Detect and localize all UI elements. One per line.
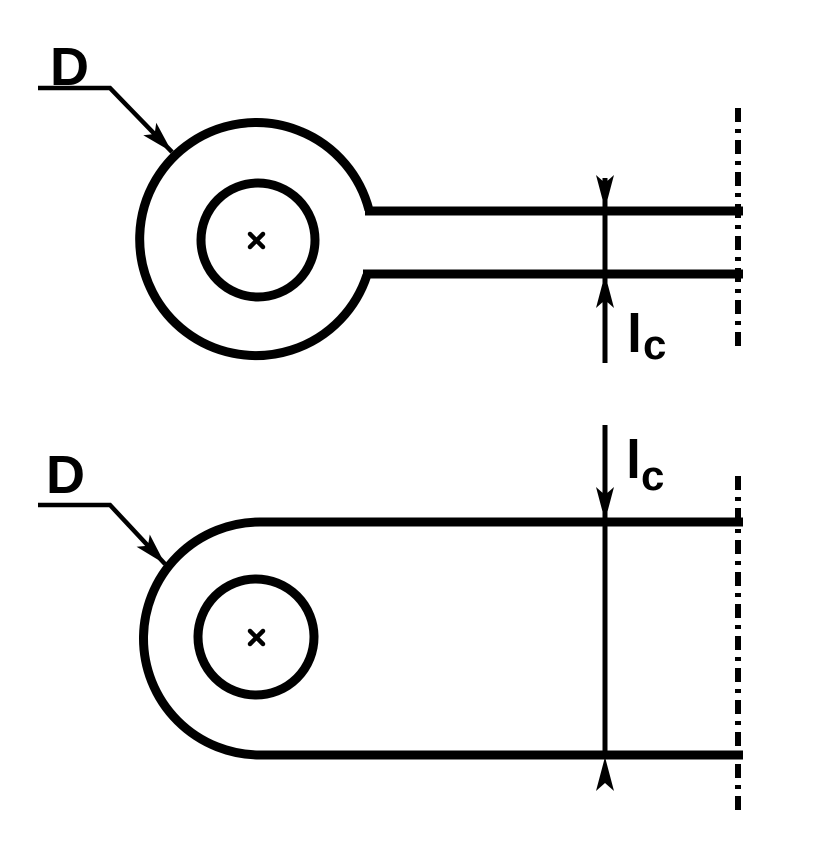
diameter-label: D: [50, 37, 89, 97]
dimension-label-main: l: [627, 304, 642, 364]
diameter-label: D: [46, 445, 85, 505]
dim-arrow-up-icon: [596, 757, 614, 791]
dim-arrow-down-icon: [596, 175, 614, 209]
dim-arrow-down-icon: [596, 487, 614, 521]
leader-line: [38, 502, 167, 566]
dim-arrow-up-icon: [596, 274, 614, 308]
dimension-label-main: l: [626, 430, 641, 490]
lug-outer-outline: [139, 517, 743, 760]
top-figure-ring-terminal: D l c: [38, 37, 743, 368]
leader-arrowhead-icon: [143, 122, 172, 152]
leader-line: [38, 85, 174, 154]
hole-circle: [193, 574, 319, 700]
ring-outer-outline: [135, 118, 374, 360]
center-mark-icon: [247, 231, 266, 250]
center-mark-icon: [247, 628, 266, 647]
dimension-label-subscript: c: [643, 321, 666, 368]
dimension-label-lc: l c: [626, 430, 664, 499]
leader-arrowhead-icon: [136, 534, 165, 564]
dimension-label-lc: l c: [627, 304, 666, 368]
bottom-figure-stadium-lug: D l c: [38, 425, 743, 812]
dimension-label-subscript: c: [641, 452, 664, 499]
hole-circle: [196, 178, 320, 302]
